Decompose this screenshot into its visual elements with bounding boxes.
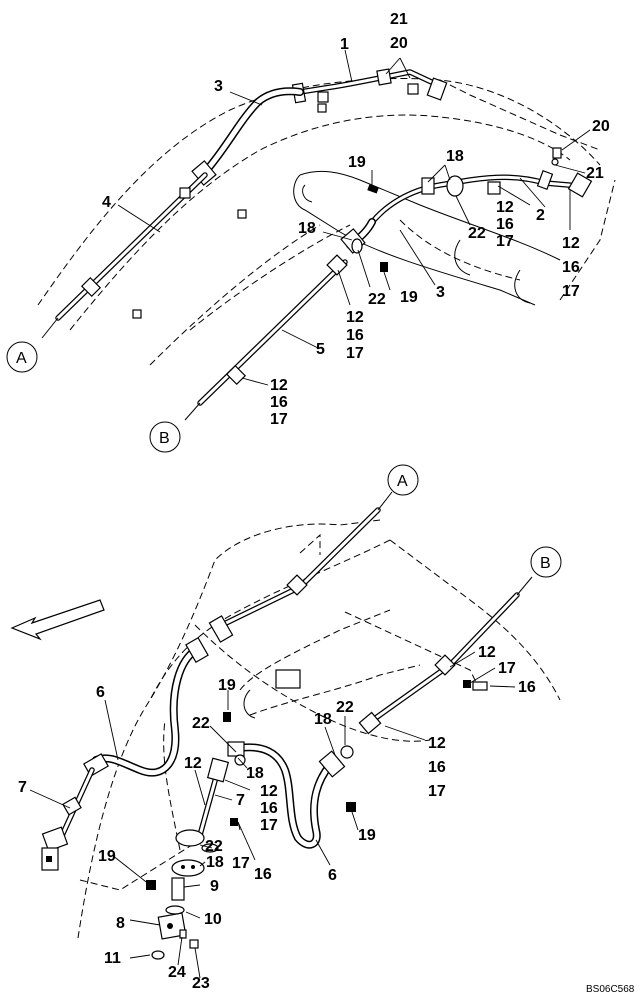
upper-bolts bbox=[132, 103, 562, 319]
callout-12: 12 bbox=[562, 235, 580, 252]
callout-16: 16 bbox=[270, 394, 288, 411]
callout-16: 16 bbox=[518, 679, 536, 696]
lower-leader-lines bbox=[29, 651, 516, 979]
callout-10: 10 bbox=[204, 911, 222, 928]
callout-4: 4 bbox=[102, 194, 111, 211]
callout-17: 17 bbox=[562, 283, 580, 300]
callout-22: 22 bbox=[368, 291, 386, 308]
lower-boom-outline bbox=[77, 519, 561, 939]
callout-23: 23 bbox=[192, 975, 210, 992]
callout-17: 17 bbox=[498, 660, 516, 677]
callout-12: 12 bbox=[496, 199, 514, 216]
hose-6-right bbox=[227, 741, 346, 849]
callout-20: 20 bbox=[390, 35, 408, 52]
svg-text:B: B bbox=[159, 430, 170, 447]
callout-18: 18 bbox=[206, 854, 224, 871]
callout-7: 7 bbox=[18, 779, 27, 796]
callout-8: 8 bbox=[116, 915, 125, 932]
callout-19: 19 bbox=[348, 154, 366, 171]
callout-19: 19 bbox=[98, 848, 116, 865]
callout-1: 1 bbox=[340, 36, 349, 53]
callout-21: 21 bbox=[390, 11, 408, 28]
hose-6-left bbox=[83, 637, 209, 777]
callout-12: 12 bbox=[260, 783, 278, 800]
callout-12: 12 bbox=[478, 644, 496, 661]
callout-17: 17 bbox=[346, 345, 364, 362]
svg-text:A: A bbox=[397, 473, 408, 490]
pipe-a-lower bbox=[208, 491, 393, 643]
front-direction-arrow-icon bbox=[10, 599, 105, 641]
pipe-2 bbox=[367, 158, 593, 228]
pipe-4 bbox=[41, 172, 208, 339]
callout-16: 16 bbox=[346, 327, 364, 344]
lower-callouts: 6 7 19 19 22 18 12 7 12 16 17 22 18 17 1… bbox=[18, 644, 536, 992]
lower-bolts bbox=[146, 680, 488, 890]
pipe-b-lower bbox=[358, 576, 533, 735]
upper-boom-outline bbox=[37, 78, 616, 366]
circled-reference-b-icon: B bbox=[149, 421, 181, 453]
callout-2: 2 bbox=[536, 207, 545, 224]
svg-text:A: A bbox=[16, 350, 27, 367]
callout-5: 5 bbox=[316, 341, 325, 358]
callout-22: 22 bbox=[336, 699, 354, 716]
callout-12: 12 bbox=[346, 309, 364, 326]
callout-6: 6 bbox=[328, 867, 337, 884]
callout-19: 19 bbox=[400, 289, 418, 306]
callout-18: 18 bbox=[446, 148, 464, 165]
pipe-5 bbox=[184, 254, 348, 421]
callout-3: 3 bbox=[436, 284, 445, 301]
callout-16: 16 bbox=[428, 759, 446, 776]
upper-callouts: 21 20 1 3 4 19 18 20 21 12 16 17 2 22 12… bbox=[102, 11, 610, 428]
callout-17: 17 bbox=[260, 817, 278, 834]
circled-reference-b-lower-icon: B bbox=[530, 546, 562, 578]
callout-16: 16 bbox=[496, 216, 514, 233]
callout-9: 9 bbox=[210, 878, 219, 895]
figure-code: BS06C568 bbox=[586, 984, 635, 995]
callout-11: 11 bbox=[104, 950, 121, 967]
lower-valve-assembly bbox=[151, 757, 230, 960]
callout-16: 16 bbox=[254, 866, 272, 883]
pipe-3-upper bbox=[191, 87, 304, 186]
upper-leader-lines bbox=[117, 49, 591, 386]
pipe-3-lower bbox=[340, 218, 376, 254]
callout-12: 12 bbox=[184, 755, 202, 772]
callout-7: 7 bbox=[236, 792, 245, 809]
pipe-7-left bbox=[41, 767, 95, 871]
circled-reference-a-lower-icon: A bbox=[387, 464, 419, 496]
pipe-1 bbox=[291, 68, 448, 104]
callout-19: 19 bbox=[358, 827, 376, 844]
callout-22: 22 bbox=[205, 838, 223, 855]
callout-6: 6 bbox=[96, 684, 105, 701]
callout-18: 18 bbox=[298, 220, 316, 237]
callout-22: 22 bbox=[192, 715, 210, 732]
callout-12: 12 bbox=[428, 735, 446, 752]
callout-19: 19 bbox=[218, 677, 236, 694]
callout-17: 17 bbox=[496, 233, 514, 250]
callout-18: 18 bbox=[314, 711, 332, 728]
callout-3: 3 bbox=[214, 78, 223, 95]
callout-24: 24 bbox=[168, 964, 186, 981]
callout-16: 16 bbox=[562, 259, 580, 276]
callout-22: 22 bbox=[468, 225, 486, 242]
callout-17: 17 bbox=[270, 411, 288, 428]
callout-17: 17 bbox=[232, 855, 250, 872]
callout-21: 21 bbox=[586, 165, 604, 182]
callout-20: 20 bbox=[592, 118, 610, 135]
callout-18: 18 bbox=[246, 765, 264, 782]
callout-17: 17 bbox=[428, 783, 446, 800]
lower-cylinder-outline bbox=[239, 533, 481, 719]
callout-16: 16 bbox=[260, 800, 278, 817]
svg-text:B: B bbox=[540, 555, 551, 572]
callout-12: 12 bbox=[270, 377, 288, 394]
circled-reference-a-icon: A bbox=[6, 341, 38, 373]
